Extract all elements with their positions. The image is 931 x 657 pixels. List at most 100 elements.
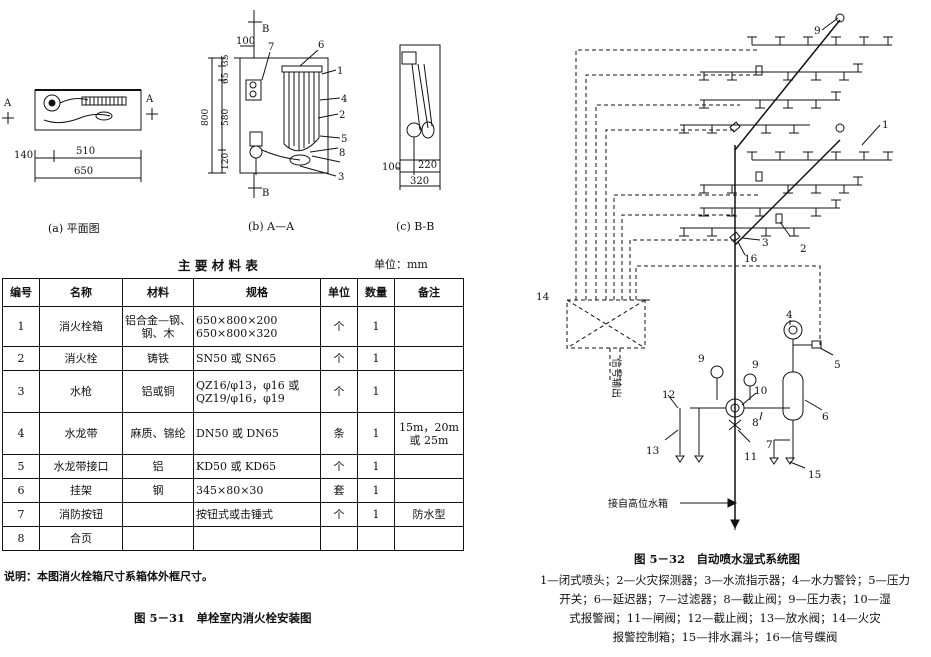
figure-5-31-caption: 图 5－31 单栓室内消火栓安装图	[134, 611, 312, 625]
cell-unit: 个	[320, 502, 358, 527]
signal-output-label: 信号输出	[610, 358, 623, 398]
table-row: 7 消防按钮 按钮式或击锤式 个 1 防水型	[2, 502, 464, 527]
table-row: 6 挂架 钢 345×80×30 套 1	[2, 478, 464, 503]
cell-name: 水龙带接口	[39, 454, 123, 479]
table-header-row: 编号 名称 材料 规格 单位 数量 备注	[2, 278, 464, 307]
header-cell: 单位	[320, 278, 358, 307]
subfig-c-caption: (c) B-B	[396, 220, 435, 233]
cell-spec: SN50 或 SN65	[193, 346, 321, 371]
dim-label: 580	[221, 109, 231, 126]
cell-qty: 1	[357, 370, 395, 413]
cell-note: 15m，20m 或 25m	[394, 412, 464, 455]
left-dimension-labels: 510 140 650 A A 100 B B 35 65 580 120 80…	[3, 24, 437, 199]
part-label: 4	[341, 94, 347, 105]
cell-no: 2	[2, 346, 40, 371]
cell-note	[394, 478, 464, 503]
part-label: 11	[744, 451, 757, 463]
dim-label: 65	[221, 72, 231, 84]
part-label: 2	[800, 243, 807, 255]
cell-no: 3	[2, 370, 40, 413]
cell-spec: 按钮式或击锤式	[193, 502, 321, 527]
header-cell: 名称	[39, 278, 123, 307]
part-label: 13	[646, 445, 659, 457]
cell-name: 消火栓箱	[39, 306, 123, 347]
cell-name: 水龙带	[39, 412, 123, 455]
cell-material: 铝	[122, 454, 194, 479]
cell-unit: 套	[320, 478, 358, 503]
header-cell: 编号	[2, 278, 40, 307]
section-mark: A	[3, 98, 12, 109]
cell-qty: 1	[357, 454, 395, 479]
dim-label: 35	[221, 54, 231, 66]
part-label: 8	[339, 148, 345, 159]
cell-spec: KD50 或 KD65	[193, 454, 321, 479]
legend-line: 开关；6—延迟器；7—过滤器；8—截止阀；9—压力表；10—湿	[559, 592, 891, 606]
cell-spec	[193, 526, 321, 551]
subfig-a-caption: (a) 平面图	[48, 222, 100, 235]
cell-material	[122, 502, 194, 527]
cell-note	[394, 454, 464, 479]
cell-spec: QZ16/φ13，φ16 或 QZ19/φ16，φ19	[193, 370, 321, 413]
section-mark: A	[145, 94, 154, 105]
inlet-label: 接自高位水箱	[608, 497, 668, 510]
legend-line: 报警控制箱；15—排水漏斗；16—信号蝶阀	[612, 630, 838, 644]
cell-name: 消火栓	[39, 346, 123, 371]
table-row: 4 水龙带 麻质、锦纶 DN50 或 DN65 条 1 15m，20m 或 25…	[2, 412, 464, 455]
header-cell: 规格	[193, 278, 321, 307]
part-label: 7	[268, 42, 274, 53]
dim-label: 510	[76, 146, 95, 157]
part-label: 16	[744, 253, 758, 265]
legend-line: 式报警阀；11—闸阀；12—截止阀；13—放水阀；14—火灾	[569, 611, 881, 625]
cell-no: 8	[2, 526, 40, 551]
part-label: 14	[536, 291, 550, 303]
cell-qty	[357, 526, 395, 551]
cell-name: 水枪	[39, 370, 123, 413]
header-cell: 数量	[357, 278, 395, 307]
part-label: 6	[318, 40, 324, 51]
table-unit: 单位：mm	[374, 258, 428, 271]
table-title: 主 要 材 料 表	[178, 258, 258, 273]
cell-qty: 1	[357, 306, 395, 347]
cell-note	[394, 306, 464, 347]
section-b-b	[396, 44, 441, 190]
materials-table: 编号 名称 材料 规格 单位 数量 备注 1 消火栓箱 铝合金—钢、钢、木 65…	[2, 278, 464, 551]
cell-material: 麻质、锦纶	[122, 412, 194, 455]
section-mark: B	[262, 24, 269, 35]
dim-label: 220	[418, 160, 437, 171]
cell-unit: 个	[320, 370, 358, 413]
part-label: 15	[808, 469, 821, 481]
cell-no: 1	[2, 306, 40, 347]
cell-spec: 345×80×30	[193, 478, 321, 503]
subfig-b-caption: (b) A—A	[248, 220, 295, 233]
cell-spec: 650×800×200 650×800×320	[193, 306, 321, 347]
part-label: 9	[752, 359, 759, 371]
table-row: 1 消火栓箱 铝合金—钢、钢、木 650×800×200 650×800×320…	[2, 306, 464, 347]
sprinkler-heads	[679, 36, 893, 237]
part-label: 5	[341, 134, 347, 145]
cell-material	[122, 526, 194, 551]
cell-name: 挂架	[39, 478, 123, 503]
cell-note	[394, 370, 464, 413]
dim-label: 100	[236, 36, 255, 47]
cell-no: 7	[2, 502, 40, 527]
cell-material: 铝或铜	[122, 370, 194, 413]
part-label: 9	[698, 353, 705, 365]
dim-label: 650	[74, 166, 93, 177]
table-row: 2 消火栓 铸铁 SN50 或 SN65 个 1	[2, 346, 464, 371]
cell-material: 铝合金—钢、钢、木	[122, 306, 194, 347]
part-label: 6	[822, 411, 829, 423]
plan-view	[2, 89, 158, 182]
part-label: 1	[882, 119, 889, 131]
cell-name: 消防按钮	[39, 502, 123, 527]
part-label: 5	[834, 359, 841, 371]
cell-unit: 个	[320, 454, 358, 479]
dim-label: 100	[382, 162, 401, 173]
cell-name: 合页	[39, 526, 123, 551]
figure-5-32-caption: 图 5－32 自动喷水湿式系统图	[634, 552, 801, 566]
cell-no: 4	[2, 412, 40, 455]
cell-note	[394, 346, 464, 371]
section-a-a	[208, 10, 341, 198]
legend-line: 1—闭式喷头；2—火灾探测器；3—水流指示器；4—水力警铃；5—压力	[539, 573, 911, 587]
cell-qty: 1	[357, 502, 395, 527]
